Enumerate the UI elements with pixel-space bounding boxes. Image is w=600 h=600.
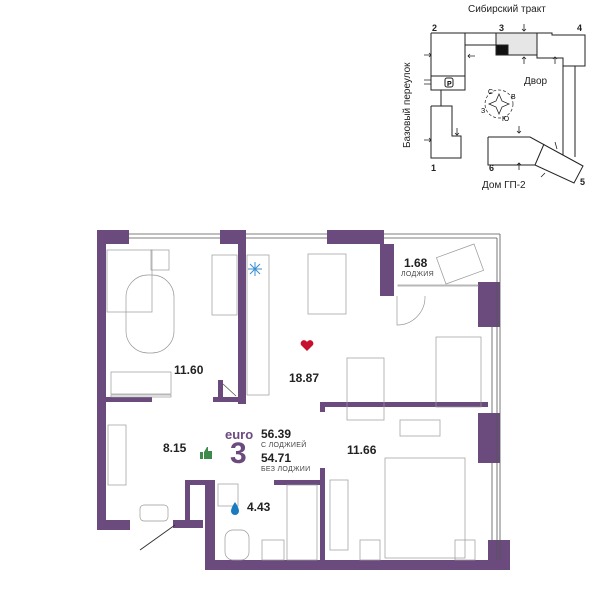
apartment-rooms-count: 3 (230, 437, 247, 470)
area-without-loggia: 54.71 (261, 451, 292, 465)
furniture (106, 243, 485, 561)
section-3: 3 (499, 23, 505, 33)
room-area-kitchen-living: 18.87 (289, 371, 320, 385)
water-drop-icon (231, 502, 239, 515)
area-with-loggia-label: С ЛОДЖИЕЙ (261, 442, 307, 449)
section-5: 5 (580, 177, 586, 187)
svg-text:Ю: Ю (502, 116, 509, 123)
svg-text:С: С (488, 89, 493, 96)
walls (97, 230, 510, 570)
section-2: 2 (432, 23, 438, 33)
apartment-type-prefix: euro (225, 427, 254, 442)
parking-icon (444, 77, 454, 88)
room-area-bedroom-left: 11.60 (174, 363, 204, 377)
svg-text:В: В (511, 94, 516, 101)
svg-text:З: З (481, 108, 485, 115)
loggia-label: ЛОДЖИЯ (401, 271, 434, 278)
room-area-bedroom-right: 11.66 (347, 443, 377, 457)
room-area-bathroom: 4.43 (247, 500, 271, 514)
area-with-loggia: 56.39 (261, 427, 292, 441)
parking-letter: P (447, 81, 452, 88)
courtyard-label: Двор (524, 76, 548, 87)
bottom-building-label: Дом ГП-2 (482, 180, 526, 191)
snowflake-icon (248, 262, 262, 276)
room-area-loggia: 1.68 (404, 256, 428, 270)
section-4: 4 (577, 23, 583, 33)
site-plan-drawing: P С В З Ю (424, 24, 586, 184)
section-6: 6 (489, 163, 495, 173)
section-1: 1 (431, 163, 437, 173)
street-top-label: Сибирский тракт (468, 4, 546, 15)
room-area-hall: 8.15 (163, 441, 187, 455)
heart-icon (300, 340, 314, 351)
thumbs-up-icon (200, 447, 212, 459)
compass-icon (484, 89, 514, 119)
area-without-loggia-label: БЕЗ ЛОДЖИИ (261, 466, 311, 473)
entrance-arrows (424, 24, 558, 178)
